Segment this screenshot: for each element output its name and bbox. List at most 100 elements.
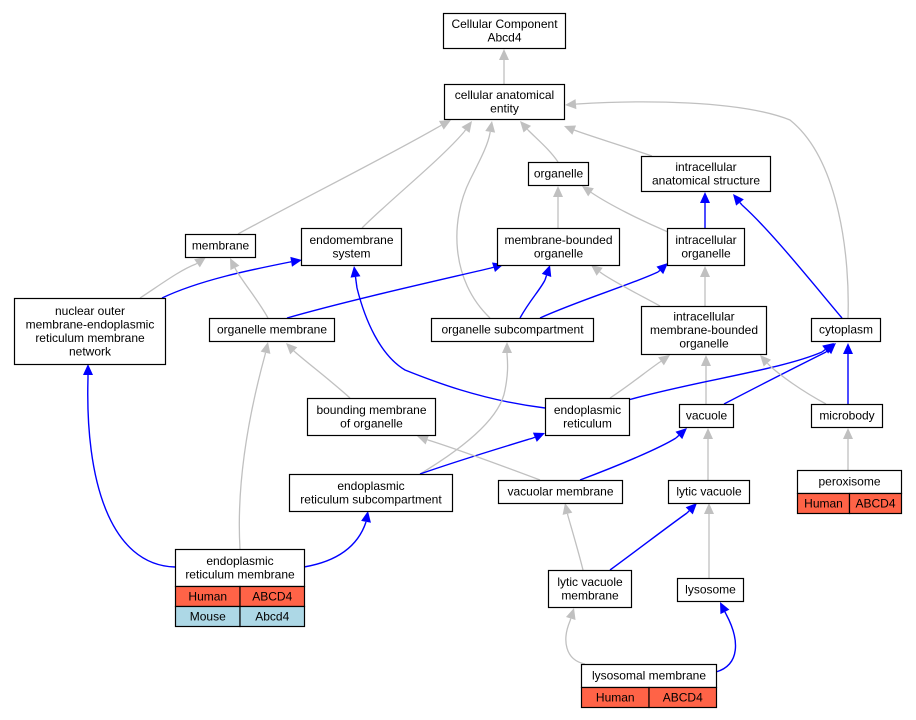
graph-edges: [83, 49, 853, 673]
arrowhead-icon: [553, 186, 563, 197]
edge-lvm-to-lytvac: [609, 503, 697, 571]
edge-imbo-to-io: [700, 266, 710, 306]
node-label: membrane-bounded: [650, 323, 758, 337]
edge-line-end: [526, 128, 529, 131]
edge-vacmem-to-bmo: [417, 435, 541, 481]
annotation-gene: ABCD4: [252, 590, 292, 604]
node-label: lytic vacuole: [676, 485, 742, 499]
node-label: reticulum membrane: [35, 331, 145, 345]
edge-line: [599, 271, 661, 307]
edge-cae-to-root: [499, 49, 509, 84]
node-box: [306, 397, 437, 437]
node-box: [640, 155, 772, 193]
node-microbody[interactable]: microbody: [810, 403, 884, 429]
edge-er-to-cytoplasm: [627, 343, 834, 401]
edge-line: [238, 354, 266, 550]
node-label: membrane-bounded: [504, 233, 612, 247]
arrowhead-icon: [461, 121, 472, 133]
node-box: [640, 305, 768, 356]
edge-line: [286, 267, 492, 319]
edge-orgmem-to-mbo: [286, 262, 504, 319]
node-label: endoplasmic: [206, 554, 273, 568]
arrowhead-icon: [417, 435, 430, 445]
node-lytvac[interactable]: lytic vacuole: [667, 479, 751, 505]
node-label: intracellular: [673, 310, 734, 324]
node-box: [810, 403, 884, 429]
edge-ermem-to-ersub: [303, 511, 371, 568]
edge-line: [419, 353, 509, 475]
node-box: [442, 12, 567, 50]
arrowhead-icon: [656, 263, 668, 275]
arrowhead-icon: [438, 120, 451, 130]
edge-er-to-endomembrane: [350, 266, 546, 409]
node-orgsub[interactable]: organelle subcompartment: [430, 317, 595, 343]
node-nuclear[interactable]: nuclear outermembrane-endoplasmicreticul…: [13, 297, 167, 366]
arrowhead-icon: [564, 125, 577, 135]
node-vacmem[interactable]: vacuolar membrane: [497, 479, 624, 505]
edge-orgsub-to-cae: [456, 121, 496, 319]
edge-nuclear-to-endomembrane: [161, 256, 302, 299]
node-orgmem[interactable]: organelle membrane: [208, 317, 336, 343]
edge-line: [609, 361, 661, 399]
edge-lytvac-to-vacuole: [703, 428, 713, 480]
arrowhead-icon: [658, 355, 670, 366]
edge-line: [565, 620, 586, 665]
node-box: [810, 317, 882, 343]
node-box: [300, 227, 403, 267]
node-label: organelle subcompartment: [441, 323, 584, 337]
edge-vacuole-to-imbo: [701, 355, 711, 404]
node-label: anatomical structure: [652, 173, 760, 187]
node-box: [13, 297, 167, 366]
node-box: [443, 83, 566, 121]
node-box: [496, 227, 621, 267]
arrowhead-icon: [822, 343, 834, 354]
edge-imbo-to-mbo: [591, 265, 661, 307]
edge-orgsub-to-io: [539, 263, 668, 319]
node-label: reticulum: [563, 416, 612, 430]
arrowhead-icon: [502, 342, 512, 353]
arrowhead-icon: [499, 49, 509, 60]
edge-line-end: [544, 275, 548, 281]
edge-line: [591, 192, 669, 233]
node-label: lysosomal membrane: [592, 669, 706, 683]
node-box: [288, 473, 454, 513]
node-label: membrane: [192, 239, 250, 253]
node-label: nuclear outer: [55, 304, 125, 318]
arrowhead-icon: [260, 342, 271, 354]
node-vacuole[interactable]: vacuole: [678, 403, 735, 429]
edge-line: [567, 515, 584, 571]
node-box: [497, 479, 624, 505]
arrowhead-icon: [843, 428, 853, 439]
node-box: [527, 161, 590, 187]
node-box: [430, 317, 595, 343]
edge-line: [294, 351, 351, 399]
node-organelle[interactable]: organelle: [527, 161, 590, 187]
node-lysosome[interactable]: lysosome: [676, 577, 745, 603]
edge-line: [579, 437, 677, 481]
node-membrane[interactable]: membrane: [184, 233, 257, 259]
node-box: [174, 548, 306, 588]
edge-line-end: [766, 362, 771, 367]
edge-line: [139, 263, 197, 299]
node-box: [544, 397, 631, 437]
node-label: Abcd4: [487, 30, 521, 44]
edge-line: [237, 125, 441, 235]
edge-cytoplasm-to-ias: [733, 194, 843, 319]
arrowhead-icon: [565, 608, 576, 620]
node-cytoplasm[interactable]: cytoplasm: [810, 317, 882, 343]
